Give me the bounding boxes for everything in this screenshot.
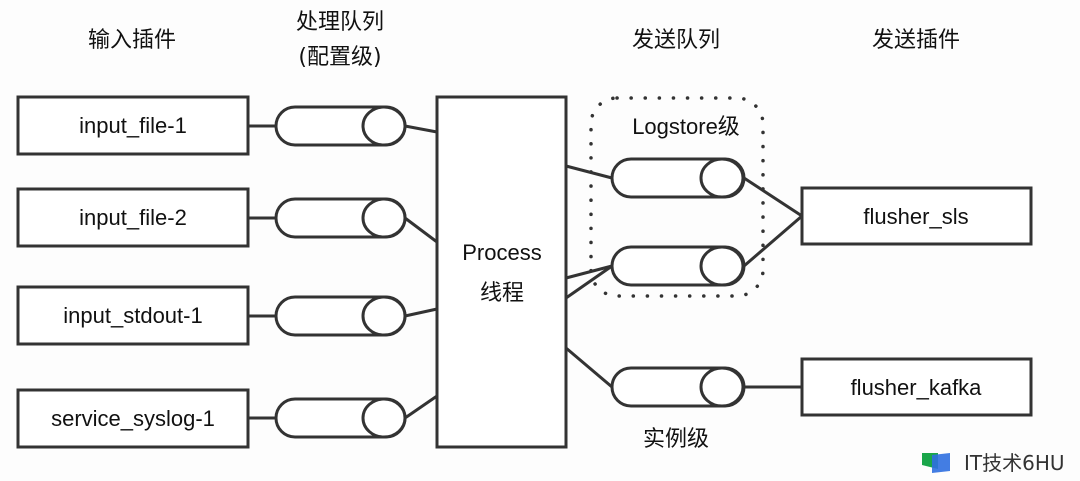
flusher-kafka[interactable]: flusher_kafka (800, 357, 1033, 417)
header-process-queue-scope: (配置级) (298, 45, 381, 70)
input-connectors (248, 124, 438, 420)
flusher-label: flusher_kafka (851, 375, 983, 400)
header-input-plugins: 输入插件 (88, 28, 176, 53)
process-queue (274, 397, 407, 439)
input-plugin-service-syslog-1[interactable]: service_syslog-1 (16, 388, 250, 449)
input-plugin-label: input_file-2 (79, 205, 187, 230)
send-queue-instance (610, 366, 746, 408)
process-queue (274, 197, 407, 239)
header-send-plugins: 发送插件 (872, 28, 960, 53)
flusher-label: flusher_sls (863, 204, 968, 229)
input-plugin-input-file-1[interactable]: input_file-1 (16, 95, 250, 156)
process-queue (274, 295, 407, 337)
watermark: IT技术6HU (918, 447, 1065, 476)
input-plugin-input-file-2[interactable]: input_file-2 (16, 187, 250, 248)
send-queue-logstore-2 (610, 245, 746, 287)
process-thread-box[interactable]: Process 线程 (435, 95, 568, 449)
watermark-logo-icon (918, 449, 958, 475)
header-send-queue: 发送队列 (632, 28, 720, 53)
process-queue (274, 105, 407, 147)
input-plugin-label: input_file-1 (79, 113, 187, 138)
flusher-sls[interactable]: flusher_sls (800, 186, 1033, 246)
output-connectors (565, 164, 803, 389)
process-thread-sublabel: 线程 (480, 281, 524, 306)
logstore-group-label: Logstore级 (632, 114, 740, 139)
instance-level-label: 实例级 (643, 427, 709, 452)
input-plugin-label: service_syslog-1 (51, 406, 215, 431)
watermark-text: IT技术6HU (964, 451, 1065, 475)
input-plugin-input-stdout-1[interactable]: input_stdout-1 (16, 285, 250, 346)
logstore-group-border (589, 96, 765, 298)
input-plugin-label: input_stdout-1 (63, 303, 202, 328)
header-process-queue: 处理队列 (296, 10, 384, 35)
process-thread-label: Process (462, 240, 541, 265)
send-queue-logstore-1 (610, 157, 746, 199)
